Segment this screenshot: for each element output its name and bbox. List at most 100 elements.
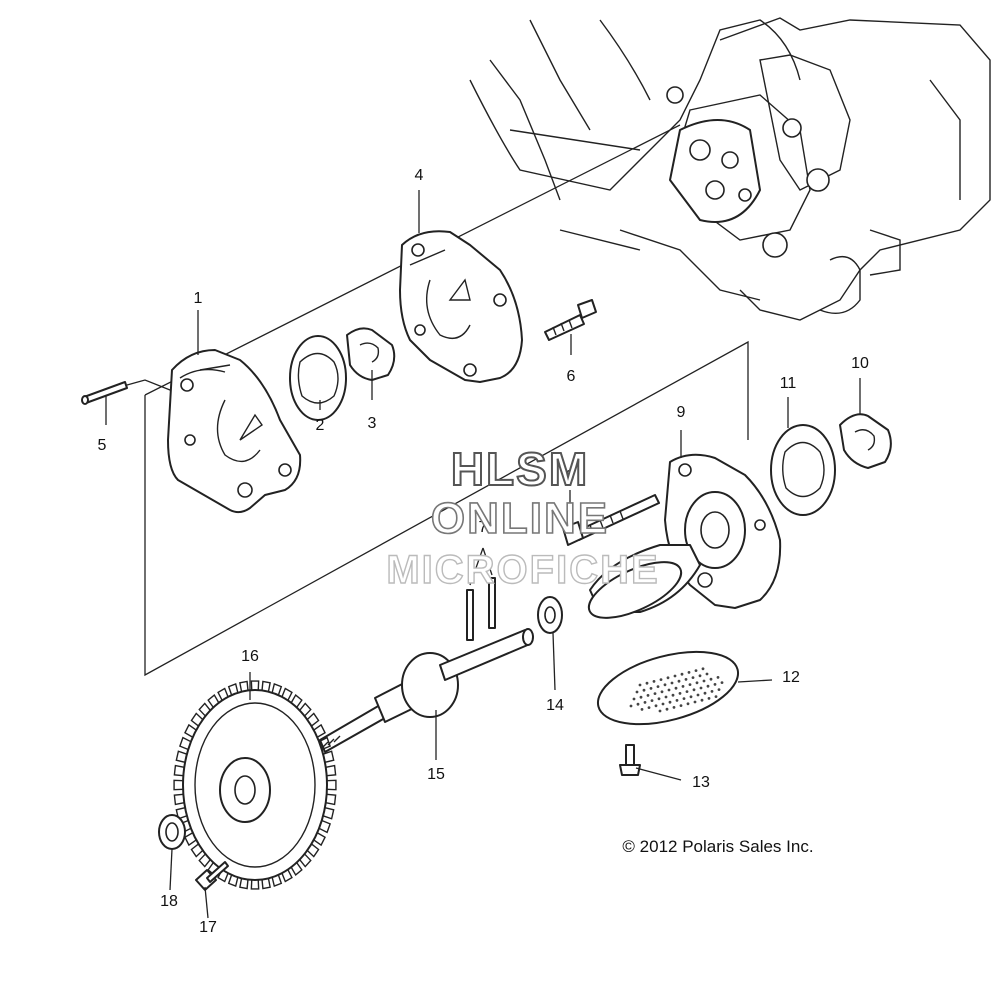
screen-mesh — [629, 667, 724, 713]
part-12-screen — [596, 650, 740, 726]
watermark-line-3: MICROFICHE — [386, 548, 659, 592]
callout-5: 5 — [98, 437, 107, 454]
mesh-hole — [710, 690, 714, 693]
callout-12: 12 — [782, 669, 800, 686]
gear-tooth — [173, 793, 185, 806]
mesh-hole — [705, 672, 709, 676]
mesh-hole — [680, 672, 684, 676]
mesh-hole — [678, 692, 682, 695]
gear-tooth — [184, 832, 197, 847]
gear-tooth — [239, 878, 249, 890]
mesh-hole — [639, 695, 643, 699]
gear-tooth — [250, 879, 260, 890]
mesh-hole — [643, 701, 647, 704]
mesh-hole — [698, 674, 702, 678]
gear-tooth — [175, 806, 188, 820]
gear-tooth — [290, 694, 303, 708]
part-4-pump-cover — [399, 230, 523, 383]
mesh-hole — [701, 667, 705, 671]
mesh-hole — [652, 680, 656, 683]
mesh-hole — [645, 681, 649, 685]
watermark: HLSM ONLINE MICROFICHE — [386, 442, 659, 593]
gear-tooth — [173, 779, 184, 791]
mesh-hole — [692, 688, 696, 692]
watermark-line-1: HLSM — [451, 443, 589, 495]
mesh-hole — [649, 687, 653, 690]
mesh-hole — [691, 676, 695, 679]
mesh-hole — [647, 706, 651, 709]
part-1-pump-body — [167, 349, 302, 514]
gear-tooth — [306, 843, 320, 858]
mesh-hole — [632, 697, 636, 701]
callout-11: 11 — [780, 375, 797, 392]
gear-tooth — [299, 853, 312, 868]
mesh-hole — [687, 671, 691, 674]
gear-tooth — [281, 869, 293, 883]
gear-tooth — [313, 723, 326, 738]
part-6-bolt — [544, 299, 597, 341]
mesh-hole — [702, 679, 706, 683]
gear-tooth — [281, 687, 293, 701]
callout-14: 14 — [546, 697, 564, 714]
mesh-hole — [696, 693, 700, 697]
mesh-hole — [717, 688, 721, 691]
mesh-hole — [674, 686, 678, 690]
part-2-outer-rotor — [289, 335, 347, 421]
gear-tooth — [326, 779, 337, 791]
mesh-hole — [720, 681, 724, 684]
mesh-hole — [713, 683, 717, 686]
mesh-hole — [686, 702, 690, 706]
mesh-hole — [629, 704, 633, 708]
gear-tooth — [190, 843, 204, 858]
gear-tooth — [227, 683, 239, 696]
mesh-hole — [675, 699, 679, 702]
gear-tooth — [318, 736, 332, 751]
mesh-hole — [661, 702, 665, 706]
gear-tooth — [261, 878, 271, 890]
mesh-hole — [709, 677, 713, 681]
mesh-hole — [656, 685, 660, 688]
callout-9: 9 — [677, 404, 686, 421]
callout-1: 1 — [194, 290, 203, 307]
mesh-hole — [640, 708, 644, 711]
callout-10: 10 — [851, 355, 869, 372]
gear-tooth — [217, 687, 229, 701]
gear-tooth — [271, 874, 283, 887]
gear-tooth — [184, 723, 197, 738]
part-11-outer-rotor — [770, 424, 836, 516]
callout-17: 17 — [199, 919, 217, 936]
gear-tooth — [250, 680, 260, 691]
callout-16: 16 — [241, 648, 259, 665]
gear-tooth — [325, 764, 337, 777]
mesh-hole — [659, 678, 663, 681]
mesh-hole — [653, 692, 657, 695]
mesh-hole — [654, 704, 658, 708]
part-10-inner-rotor — [839, 413, 892, 469]
callout-8: 8 — [566, 468, 575, 485]
part-17-screw — [195, 861, 229, 891]
gear-tooth — [325, 793, 337, 806]
part-7-pins — [466, 547, 496, 641]
mesh-hole — [707, 697, 711, 700]
mesh-hole — [665, 707, 669, 711]
callout-4: 4 — [415, 167, 424, 184]
mesh-hole — [646, 694, 650, 697]
mesh-hole — [688, 683, 692, 686]
watermark-line-2: ONLINE — [431, 494, 609, 543]
callout-leaders — [169, 190, 861, 919]
mesh-hole — [667, 688, 671, 692]
mesh-hole — [699, 686, 703, 690]
mesh-hole — [672, 706, 676, 709]
mesh-hole — [660, 690, 664, 694]
mesh-hole — [689, 695, 693, 699]
mesh-hole — [673, 674, 677, 678]
gear-tooth — [322, 806, 335, 820]
mesh-hole — [693, 700, 697, 704]
gear-tooth — [306, 712, 320, 727]
engine-crankcase — [469, 17, 991, 321]
gear-tooth — [198, 702, 211, 717]
gear-tooth — [178, 736, 192, 751]
part-14-washer — [537, 596, 563, 634]
part-5-dowel-pin — [81, 379, 176, 425]
gear-tooth — [322, 750, 335, 764]
